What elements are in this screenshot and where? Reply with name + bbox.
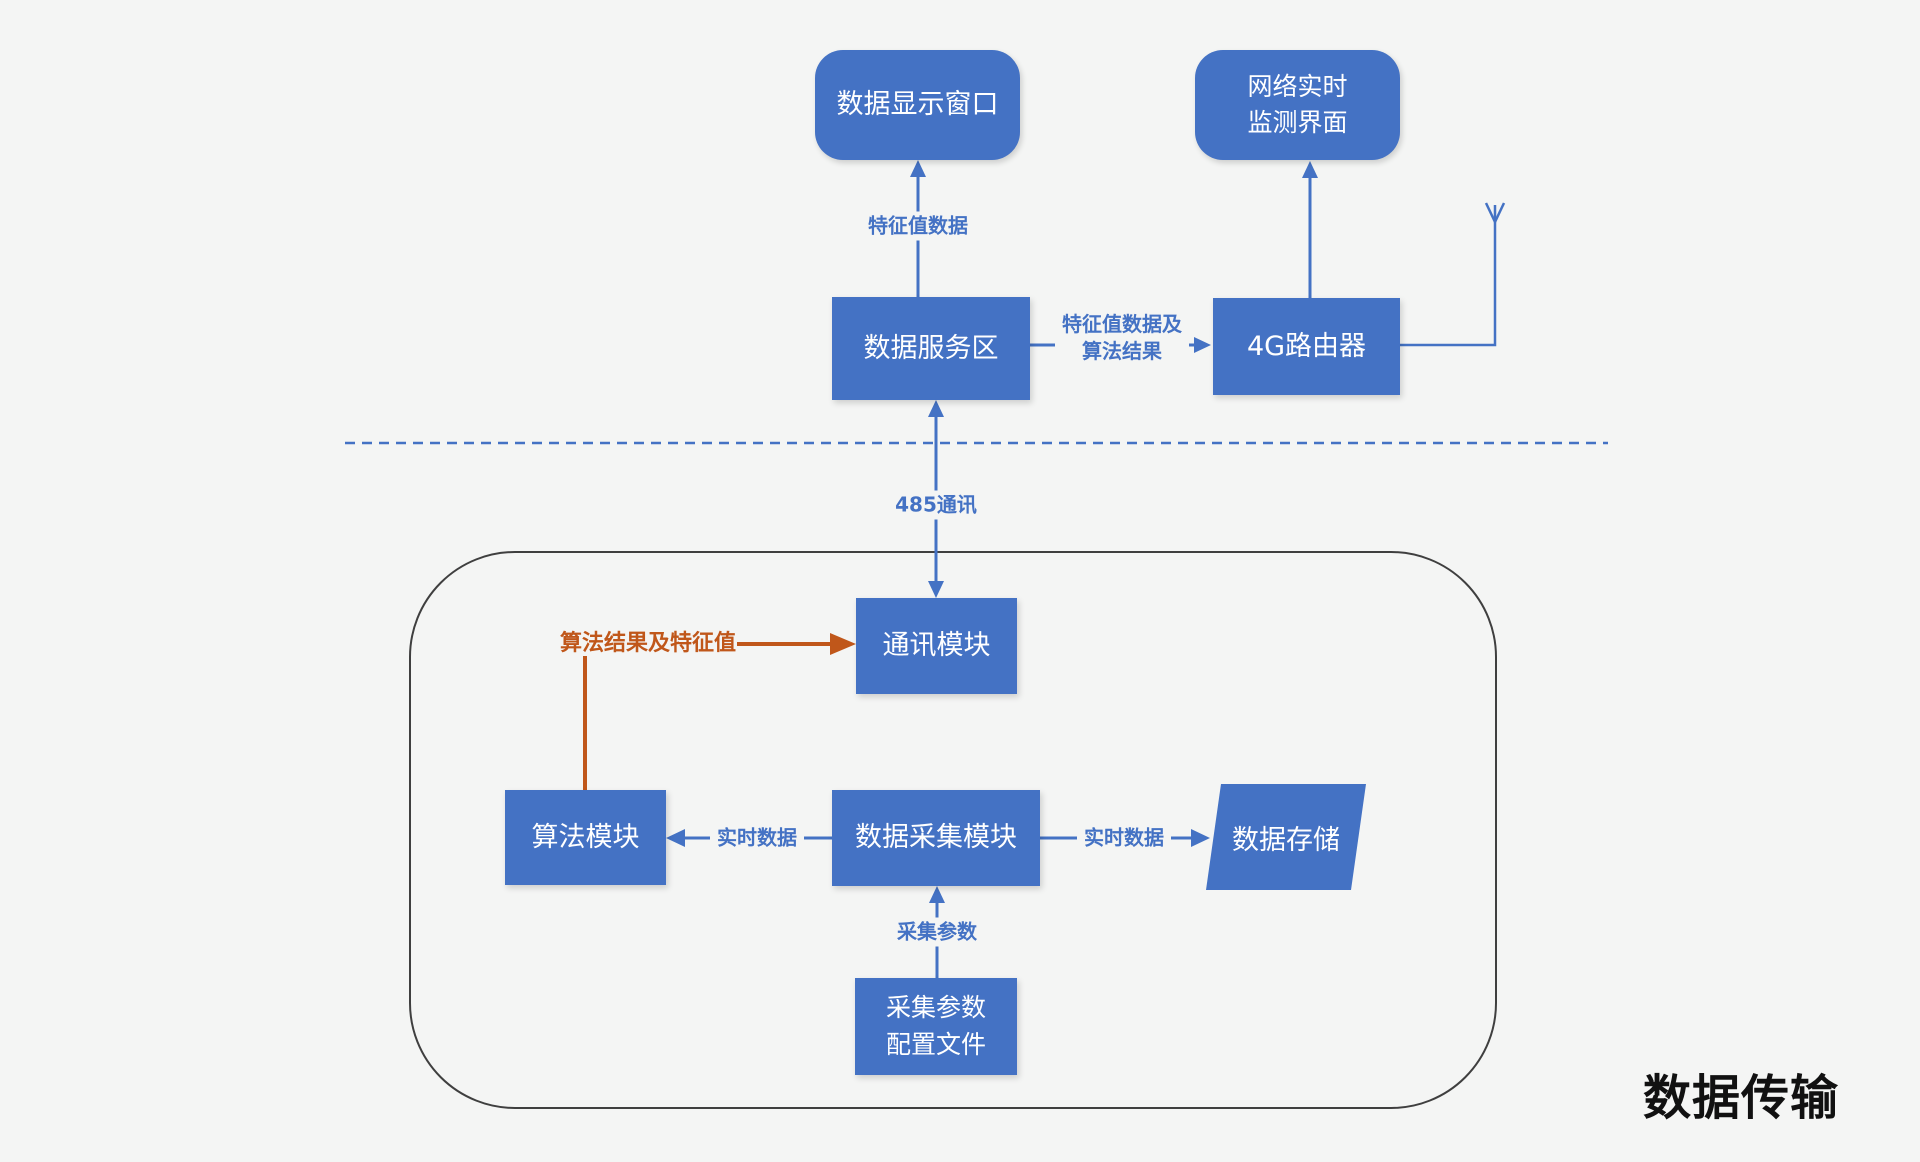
edge-label-realtime-left: 实时数据 bbox=[710, 823, 804, 853]
edge-label-feature-result: 特征值数据及 算法结果 bbox=[1055, 310, 1189, 366]
edge-label-feature-result-line2: 算法结果 bbox=[1082, 339, 1162, 363]
edge-label-feature-data: 特征值数据 bbox=[861, 211, 975, 241]
node-data-acquisition-label: 数据采集模块 bbox=[855, 822, 1017, 854]
arrowhead-right-router bbox=[1194, 337, 1211, 353]
node-comm-module: 通讯模块 bbox=[856, 598, 1017, 694]
node-config-file: 采集参数 配置文件 bbox=[855, 978, 1017, 1075]
arrowhead-up-service bbox=[928, 400, 944, 417]
edge-label-feature-result-line1: 特征值数据及 bbox=[1062, 312, 1182, 336]
node-router-4g: 4G路由器 bbox=[1213, 298, 1400, 395]
page-title: 数据传输 bbox=[1643, 1070, 1840, 1126]
node-config-file-line1: 采集参数 bbox=[885, 993, 986, 1023]
node-data-storage-label: 数据存储 bbox=[1232, 824, 1340, 856]
arrowhead-left-algorithm bbox=[666, 829, 685, 847]
edge-label-realtime-right: 实时数据 bbox=[1077, 823, 1171, 853]
edge-label-485: 485通讯 bbox=[888, 490, 984, 520]
node-data-service-label: 数据服务区 bbox=[863, 332, 999, 364]
arrowhead-up-display bbox=[910, 160, 926, 177]
node-data-service: 数据服务区 bbox=[832, 297, 1030, 400]
node-config-file-line2: 配置文件 bbox=[885, 1029, 986, 1059]
node-comm-module-label: 通讯模块 bbox=[882, 630, 991, 662]
node-network-monitor-line1: 网络实时 bbox=[1247, 71, 1348, 101]
arrowhead-up-monitor bbox=[1302, 161, 1318, 178]
node-network-monitor: 网络实时 监测界面 bbox=[1195, 50, 1400, 160]
antenna-icon bbox=[1484, 202, 1497, 223]
node-data-acquisition: 数据采集模块 bbox=[832, 790, 1040, 886]
router-antenna-wire bbox=[1400, 205, 1497, 347]
node-algorithm-module: 算法模块 bbox=[505, 790, 666, 885]
edge-label-collect-params: 采集参数 bbox=[890, 917, 984, 947]
arrowhead-up-acquisition bbox=[929, 886, 945, 903]
device-container-outline bbox=[409, 551, 1497, 1109]
antenna-icon bbox=[1493, 202, 1506, 223]
arrowhead-right-comm-orange bbox=[830, 633, 856, 655]
node-display-window: 数据显示窗口 bbox=[815, 50, 1020, 160]
edge-label-algo-result-feature: 算法结果及特征值 bbox=[559, 631, 737, 657]
data-storage-shape bbox=[1206, 784, 1366, 890]
node-algorithm-module-label: 算法模块 bbox=[531, 821, 640, 853]
arrowhead-down-comm bbox=[928, 581, 944, 598]
arrowhead-right-storage bbox=[1191, 829, 1210, 847]
node-network-monitor-line2: 监测界面 bbox=[1247, 108, 1348, 137]
node-router-4g-label: 4G路由器 bbox=[1246, 330, 1367, 362]
node-display-window-label: 数据显示窗口 bbox=[836, 89, 999, 121]
